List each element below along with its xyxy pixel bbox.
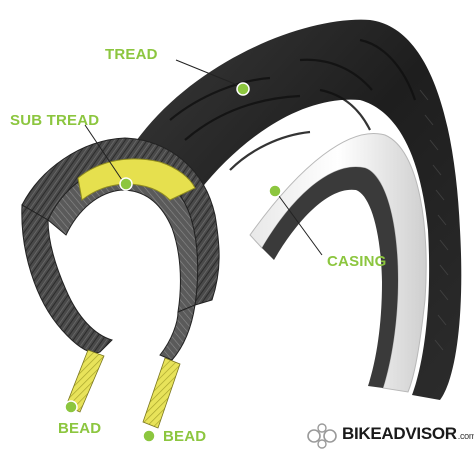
left-sidewall (21, 204, 113, 354)
bead-left-marker-dot (64, 400, 78, 414)
tire-inner-edge (262, 166, 398, 388)
right-inner-sidewall (159, 304, 196, 361)
brand-watermark: BIKEADVISOR.com (304, 418, 474, 450)
bead-left-strand (65, 349, 105, 413)
marker-dots (64, 82, 282, 443)
label-bead-right: BEAD (163, 428, 207, 445)
brand-name: BIKEADVISOR (342, 424, 457, 443)
tread-marker-dot (236, 82, 250, 96)
sub-tread-layer (77, 158, 196, 201)
casing-marker-dot (268, 184, 282, 198)
tire-outer-body (118, 19, 462, 400)
bikeadvisor-logo-icon (307, 423, 337, 449)
sub-tread-marker-dot (119, 177, 133, 191)
brand-wordmark: BIKEADVISOR.com (342, 424, 474, 444)
brand-suffix: .com (457, 431, 474, 441)
tread-sipes (419, 89, 449, 351)
label-sub-tread: SUB TREAD (10, 112, 100, 129)
label-tread: TREAD (105, 46, 158, 63)
label-casing: CASING (327, 253, 387, 270)
leader-lines (84, 59, 323, 256)
bead-right-marker-dot (142, 429, 156, 443)
tread-pattern (169, 38, 417, 171)
label-bead-left: BEAD (58, 420, 102, 437)
bead-right-strand (142, 357, 181, 429)
